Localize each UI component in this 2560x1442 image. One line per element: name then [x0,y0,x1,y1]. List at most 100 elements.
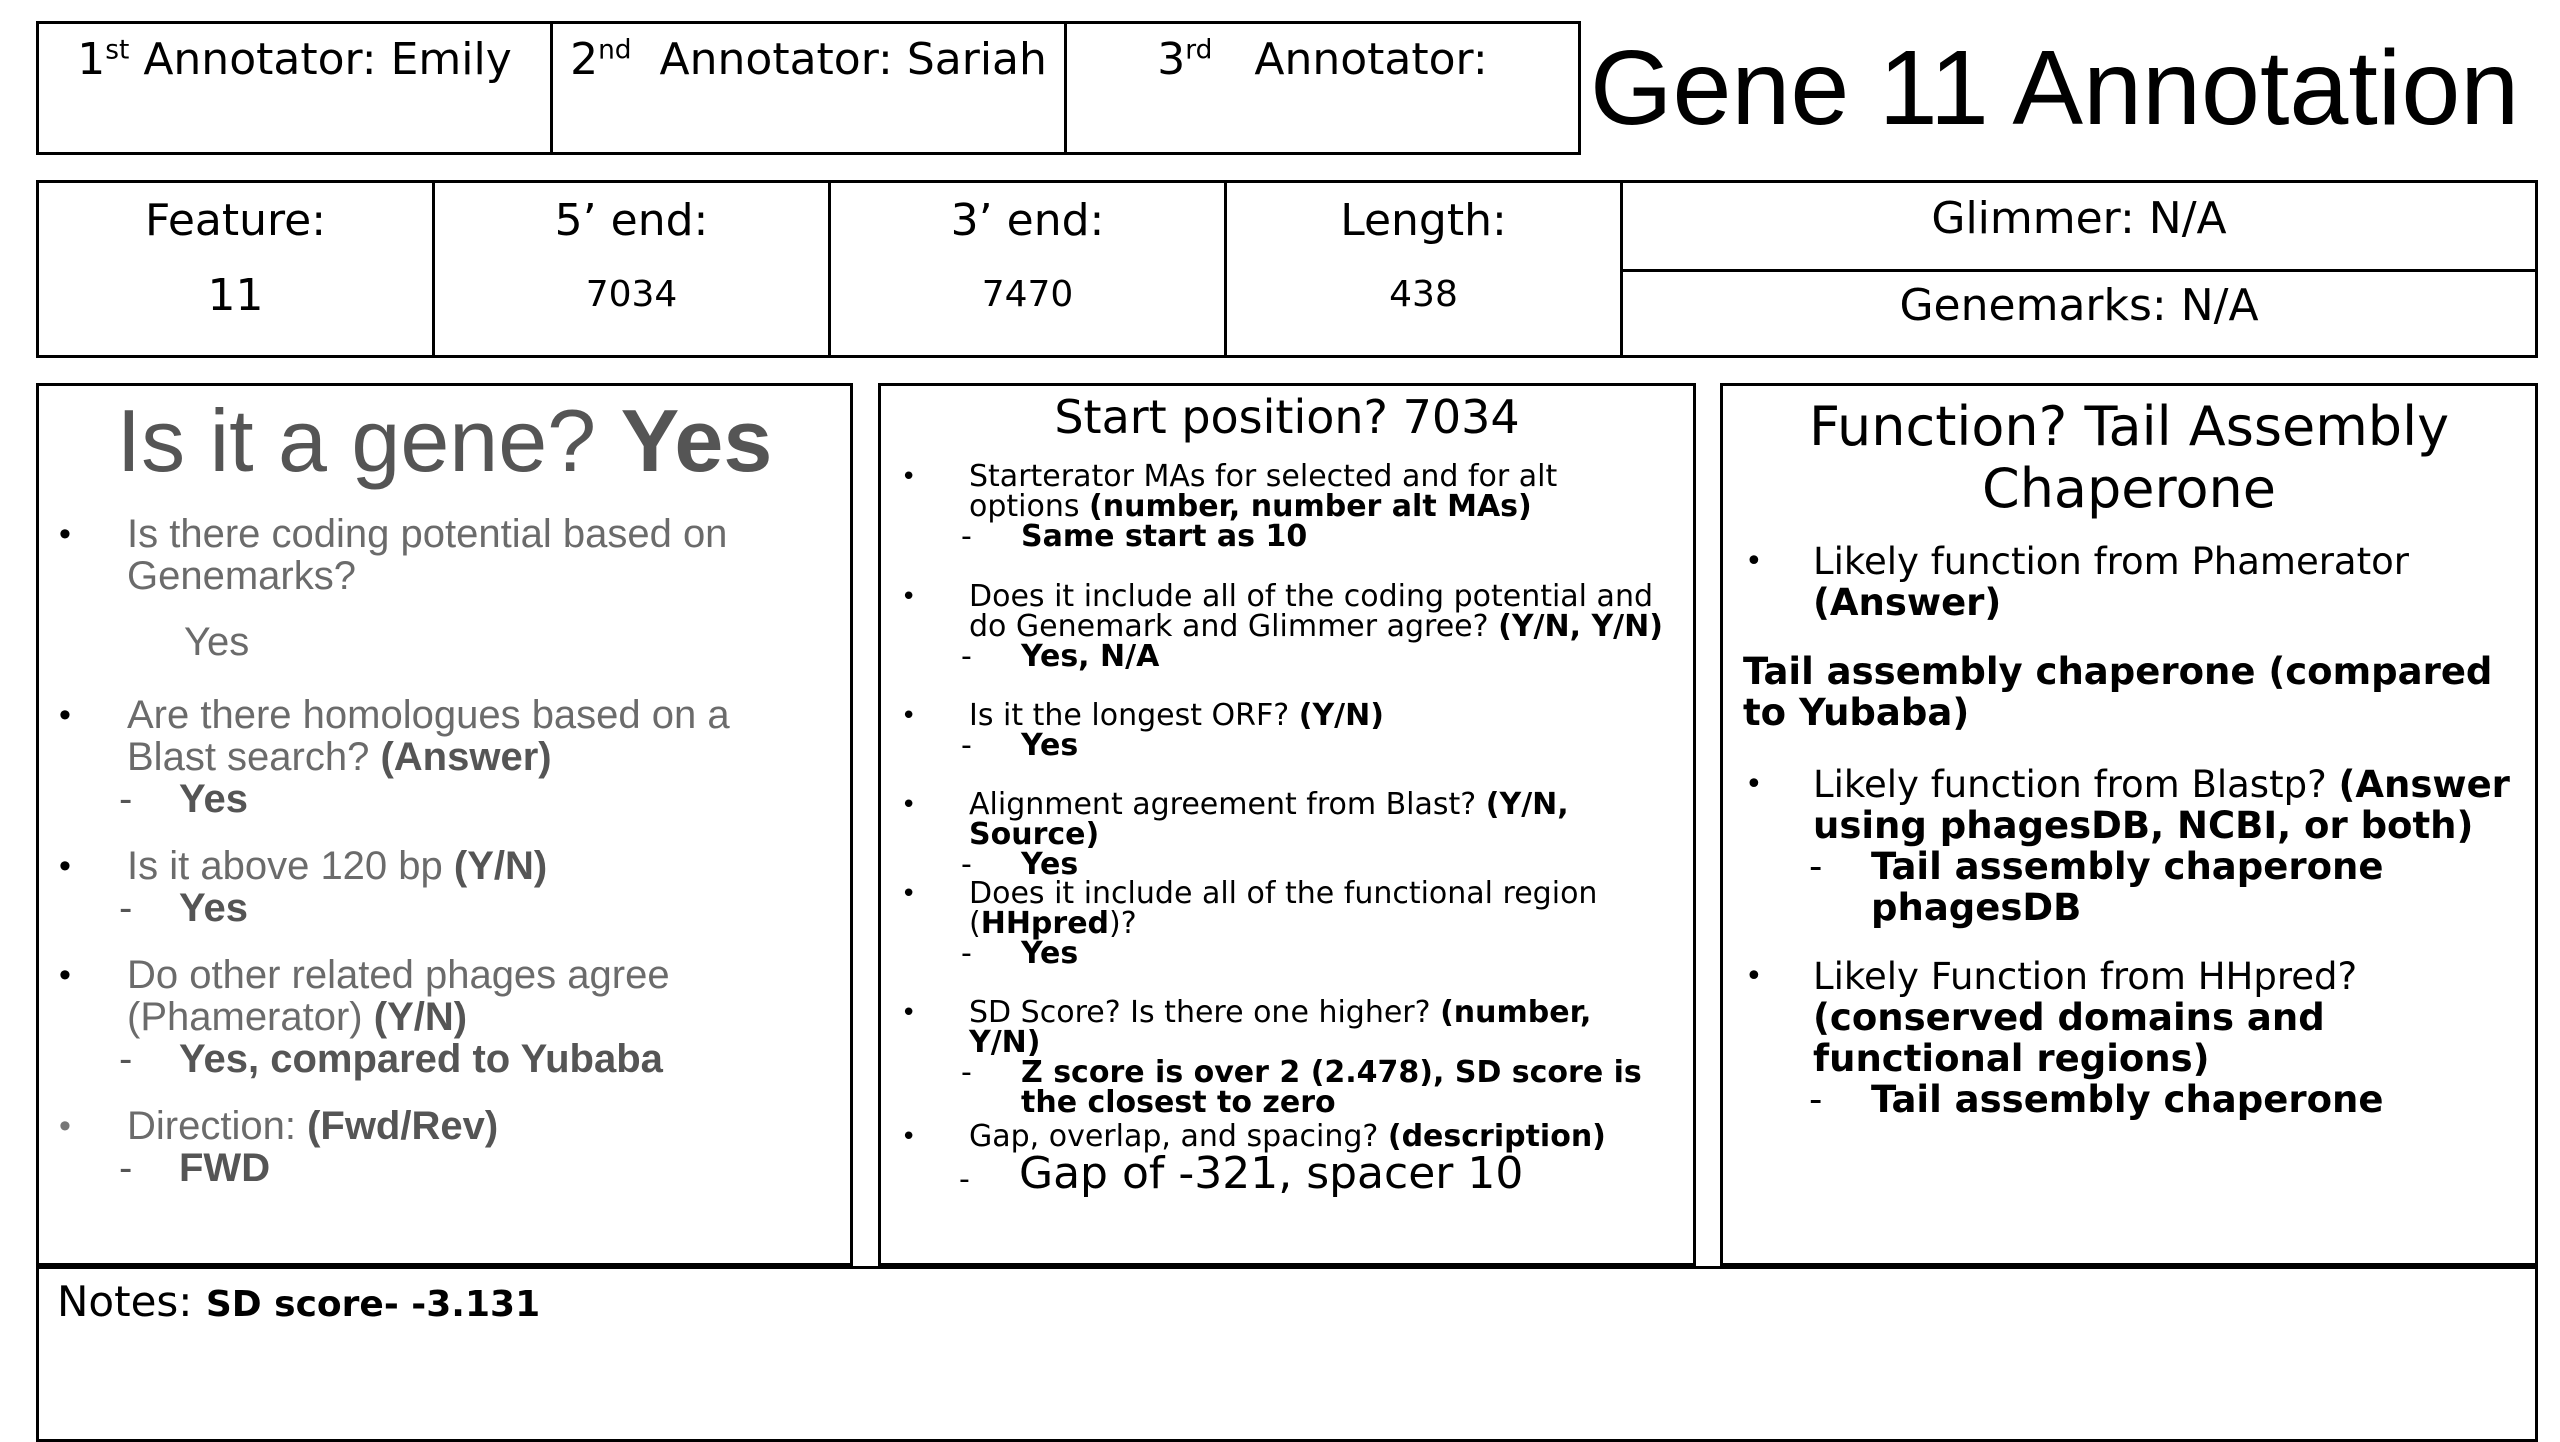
list-item: • Are there homologues based on a Blast … [59,694,819,820]
list-item: • SD Score? Is there one higher? (number… [901,998,1671,1118]
blastp-question: Likely function from Blastp? [1813,763,2339,806]
direction-answer: FWD [119,1147,819,1189]
bullet-icon: • [901,1122,917,1152]
list-item: • Likely function from Phamerator (Answe… [1745,541,2520,623]
third-annotator-num: 3 [1157,34,1186,85]
list-item: • Alignment agreement from Blast? (Y/N, … [901,787,1671,881]
phamerator-hint: (Y/N) [373,995,468,1039]
third-annotator: 3rd Annotator: [1067,24,1578,152]
phamerator-function-answer: Tail assembly chaperone (compared to Yub… [1743,650,2493,734]
functional-region-tail: )? [1109,906,1137,941]
alignment-hint: (Y/N, Source) [969,787,1569,852]
five-end-cell: 5’ end: 7034 [435,183,831,355]
bullet-icon: • [901,998,917,1028]
phamerator-question: Do other related phages agree (Phamerato… [127,953,670,1039]
bullet-icon: • [59,1107,71,1145]
homologues-question: Are there homologues based on a Blast se… [127,693,730,779]
bullet-icon: • [1745,544,1763,579]
bullet-icon: • [901,582,917,612]
bullet-icon: • [901,462,917,492]
list-item: • Does it include all of the functional … [901,876,1671,970]
hhpred-question: Likely Function from HHpred? [1813,955,2358,998]
gene-answer: Yes [620,391,773,490]
coding-agree-answer: Yes, N/A [961,642,1671,673]
function-panel: Function? Tail Assembly Chaperone • Like… [1720,383,2538,1266]
coding-potential-answer: Yes [184,620,250,664]
glimmer-text: Glimmer: N/A [1623,183,2535,272]
length-cell: Length: 438 [1227,183,1623,355]
three-end-value: 7470 [981,274,1074,315]
list-item: • Likely Function from HHpred? (conserve… [1745,956,2520,1120]
functional-region-question: Does it include all of the functional re… [969,876,1598,941]
longest-orf-answer: Yes [961,731,1671,762]
functional-region-answer: Yes [961,939,1671,970]
starterator-answer: Same start as 10 [961,522,1671,553]
blastp-answer: Tail assembly chaperone phagesDB [1809,846,2520,928]
sd-score-question: SD Score? Is there one higher? [969,995,1441,1030]
first-annotator-num: 1 [77,34,106,85]
list-item: • Does it include all of the coding pote… [901,579,1671,673]
homologues-hint: (Answer) [380,735,552,779]
feature-cell: Feature: 11 [39,183,435,355]
list-item: • Direction: (Fwd/Rev) FWD [59,1105,819,1189]
blastp-hint: (Answer using phagesDB, NCBI, or both) [1813,763,2510,847]
gap-hint: (description) [1387,1119,1606,1154]
list-item: • Starterator MAs for selected and for a… [901,459,1671,553]
five-end-value: 7034 [585,274,678,315]
hhpred-hint: (conserved domains and functional region… [1813,996,2325,1080]
functional-region-hint: HHpred [980,906,1110,941]
list-item: • Is it above 120 bp (Y/N) Yes [59,845,819,929]
second-annotator-sup: nd [598,34,632,66]
coding-agree-question: Does it include all of the coding potent… [969,579,1653,644]
direction-question: Direction: [127,1104,308,1148]
length-value: 438 [1389,274,1458,315]
gap-question: Gap, overlap, and spacing? [969,1119,1388,1154]
length-label: Length: [1340,195,1507,246]
three-end-label: 3’ end: [950,195,1105,246]
second-annotator-num: 2 [570,34,599,85]
bullet-icon: • [59,696,71,734]
coding-potential-question: Is there coding potential based on Genem… [127,512,728,598]
third-annotator-label: Annotator: [1212,34,1488,85]
bullet-icon: • [59,515,71,553]
list-item: • Is there coding potential based on Gen… [59,513,819,663]
phamerator-function-hint: (Answer) [1813,581,2002,624]
bullet-icon: • [59,956,71,994]
start-panel: Start position? 7034 • Starterator MAs f… [878,383,1696,1266]
starterator-question: Starterator MAs for selected and for alt… [969,459,1558,524]
sd-score-answer: Z score is over 2 (2.478), SD score is t… [961,1058,1671,1118]
gene-panel: Is it a gene? Yes • Is there coding pote… [36,383,853,1266]
coding-agree-hint: (Y/N, Y/N) [1498,609,1663,644]
bullet-icon: • [901,790,917,820]
first-annotator-sup: st [105,34,130,66]
notes: Notes: SD score- -3.131 [57,1277,540,1326]
five-end-label: 5’ end: [554,195,709,246]
gene-panel-title: Is it a gene? Yes [39,390,850,492]
notes-box: Notes: SD score- -3.131 [36,1266,2538,1442]
alignment-question: Alignment agreement from Blast? [969,787,1486,822]
list-item: • Gap, overlap, and spacing? (descriptio… [901,1119,1671,1203]
starterator-hint: (number, number alt MAs) [1089,489,1532,524]
homologues-answer: Yes [119,778,819,820]
feature-label: Feature: [144,195,327,246]
genemarks-text: Genemarks: N/A [1899,280,2259,331]
second-annotator: 2nd Annotator: Sariah [553,24,1067,152]
list-item: • Do other related phages agree (Phamera… [59,954,819,1080]
phamerator-function-question: Likely function from Phamerator [1813,540,2409,583]
second-annotator-label: Annotator: Sariah [631,34,1047,85]
page-title: Gene 11 Annotation [1590,29,2520,147]
bullet-icon: • [59,847,71,885]
alignment-answer: Yes [961,850,1671,881]
gene-callers-cell: Glimmer: N/A Genemarks: N/A [1623,183,2535,355]
length-question: Is it above 120 bp [127,844,454,888]
gap-answer: Gap of -321, spacer 10 [959,1152,1671,1203]
notes-value: SD score- -3.131 [205,1284,541,1325]
direction-hint: (Fwd/Rev) [307,1104,499,1148]
bullet-icon: • [901,879,917,909]
longest-orf-question: Is it the longest ORF? [969,698,1299,733]
notes-label: Notes: [57,1277,206,1326]
longest-orf-hint: (Y/N) [1298,698,1384,733]
phamerator-answer: Yes, compared to Yubaba [119,1038,819,1080]
first-annotator-label: Annotator: Emily [129,34,512,85]
length-hint: (Y/N) [453,844,548,888]
